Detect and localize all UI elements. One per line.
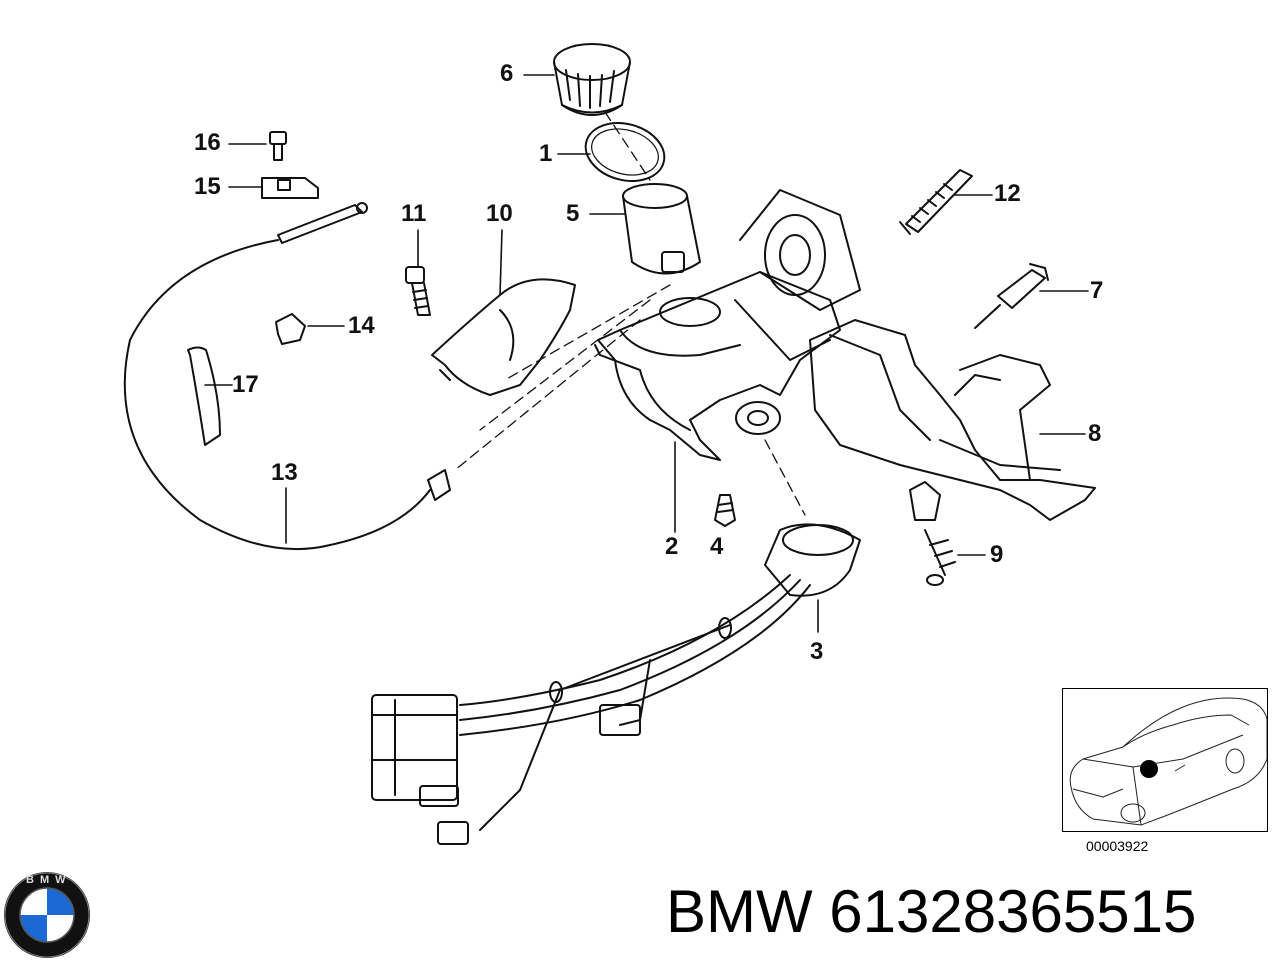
part-6-ring-nut — [553, 43, 631, 116]
callout-8: 8 — [1088, 420, 1102, 447]
part-11-screw — [405, 266, 431, 316]
part-7-plug-pin — [974, 263, 1049, 329]
part-3-wiring-harness — [371, 523, 861, 845]
callout-10: 10 — [486, 200, 513, 227]
part-4-small-screw — [714, 494, 736, 527]
callout-13: 13 — [271, 459, 298, 486]
bmw-roundel-icon — [4, 872, 90, 958]
part-9-spring-clip — [909, 481, 956, 586]
callout-5: 5 — [566, 200, 580, 227]
part-8-switch-bracket — [809, 319, 1096, 521]
callout-17: 17 — [232, 371, 259, 398]
callout-7: 7 — [1090, 277, 1104, 304]
leader-lines — [204, 74, 1089, 633]
callout-16: 16 — [194, 129, 221, 156]
vehicle-location-inset — [1062, 688, 1268, 832]
part-14-clip — [275, 313, 306, 345]
assembly-lines — [454, 111, 806, 516]
part-5-lock-cylinder — [622, 183, 701, 275]
callout-1: 1 — [539, 140, 553, 167]
part-number-title: BMW 61328365515 — [666, 878, 1197, 945]
callout-12: 12 — [994, 180, 1021, 207]
part-10-shield-cover — [431, 278, 576, 396]
inset-reference-number: 00003922 — [1086, 838, 1149, 854]
callout-2: 2 — [665, 533, 679, 560]
part-15-clamp — [261, 177, 319, 199]
part-2-lock-housing — [594, 189, 861, 461]
callout-3: 3 — [810, 638, 824, 665]
part-16-bolt — [269, 131, 287, 161]
car-outline-icon — [1069, 697, 1268, 826]
part-17-guide — [187, 346, 221, 446]
callout-15: 15 — [194, 173, 221, 200]
callout-6: 6 — [500, 60, 514, 87]
callout-9: 9 — [990, 541, 1004, 568]
bmw-logo — [2, 870, 92, 960]
part-1-o-ring — [584, 122, 666, 182]
part-13-bowden-cable — [123, 202, 451, 551]
bmw-logo-lettering: BMW — [26, 874, 72, 886]
callout-11: 11 — [401, 200, 427, 227]
part-12-bolt — [899, 169, 973, 235]
callout-4: 4 — [710, 533, 724, 560]
callout-14: 14 — [348, 312, 375, 339]
